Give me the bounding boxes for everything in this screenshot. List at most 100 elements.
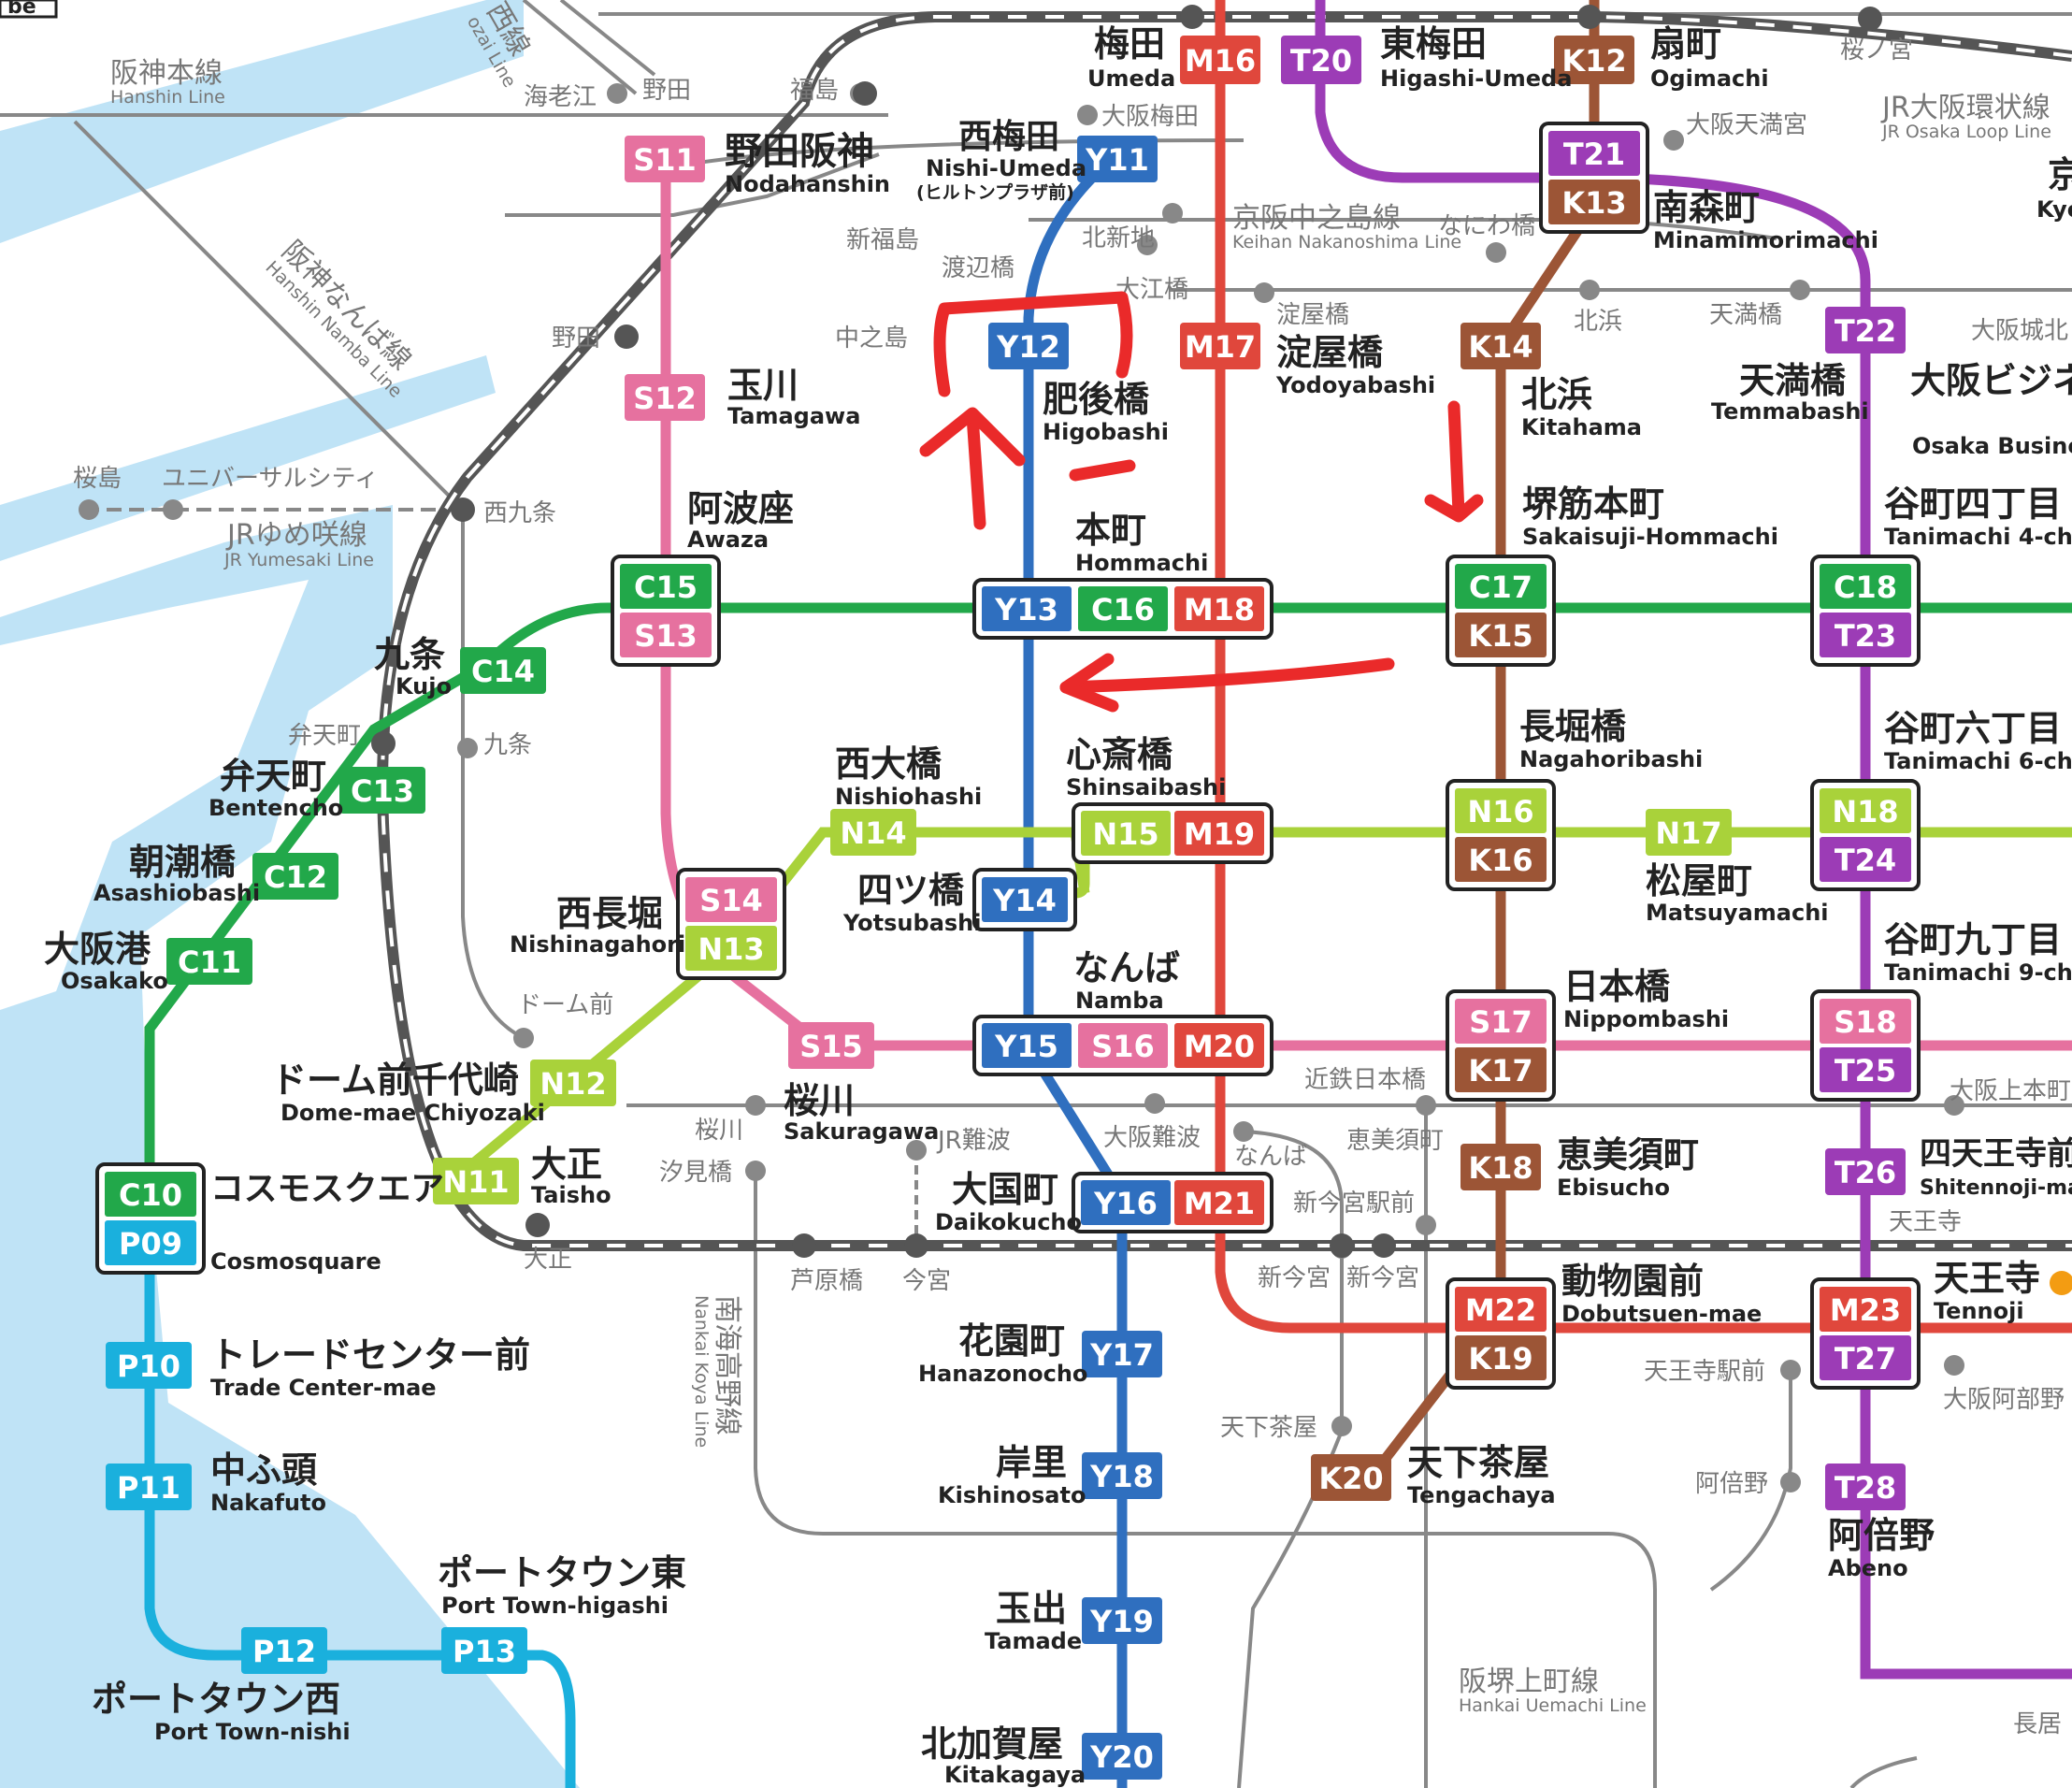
svg-text:S18: S18 (1834, 1004, 1897, 1040)
badge-y12: Y12 (988, 323, 1069, 369)
label-tengachaya-jp: 天下茶屋 (1407, 1442, 1549, 1483)
label-hommachi-jp: 本町 (1075, 510, 1146, 551)
label-namba-jp: なんば (1073, 947, 1180, 988)
label-porttownnishi-jp: ポートタウン西 (92, 1679, 340, 1720)
badge-n15-m19: N15 M19 (1072, 802, 1273, 864)
svg-text:P10: P10 (117, 1348, 180, 1384)
svg-text:桜島: 桜島 (73, 465, 122, 493)
svg-text:なんば: なんば (1234, 1143, 1307, 1171)
svg-text:T21: T21 (1563, 137, 1625, 172)
badge-c14: C14 (460, 647, 546, 694)
svg-text:S11: S11 (633, 142, 697, 178)
label-kitahama-jp: 北浜 (1521, 374, 1592, 415)
badge-c18-t23: C18 T23 (1810, 555, 1921, 667)
svg-text:P12: P12 (252, 1634, 316, 1669)
label-ebisucho-en: Ebisucho (1557, 1175, 1670, 1201)
label-domemae-jp: ドーム前千代崎 (271, 1060, 519, 1101)
label-shinsaibashi-en: Shinsaibashi (1066, 774, 1226, 800)
hankai-label: 阪堺上町線 (1459, 1665, 1599, 1698)
tanimachi-line (1315, 0, 2072, 1680)
svg-text:天王寺: 天王寺 (1889, 1208, 1962, 1236)
svg-text:T26: T26 (1835, 1155, 1896, 1190)
svg-text:K18: K18 (1468, 1150, 1532, 1186)
svg-text:K16: K16 (1468, 843, 1532, 878)
badge-n11: N11 (433, 1158, 519, 1204)
label-kishinosato-jp: 岸里 (996, 1442, 1067, 1483)
annotation-down-arrow (1447, 400, 1465, 519)
svg-text:T20: T20 (1290, 43, 1352, 79)
nanko-line (144, 1163, 576, 1788)
keihan-label: 京阪中之島線 (1232, 202, 1401, 235)
label-nodahanshin-jp: 野田阪神 (725, 130, 874, 173)
station-badges: M16 T20 K12 S11 Y11 Y12 M17 K14 T22 S12 … (95, 36, 1921, 1780)
label-obp-jp: 大阪ビジネスパーク (1910, 360, 2072, 401)
label-tennoji-jp: 天王寺 (1934, 1258, 2040, 1299)
label-domemae-en: Dome-mae Chiyozaki (281, 1100, 545, 1126)
svg-text:C10: C10 (119, 1177, 182, 1213)
svg-text:長居: 長居 (2013, 1710, 2062, 1738)
badge-p10: P10 (106, 1342, 192, 1389)
svg-text:T22: T22 (1835, 313, 1896, 349)
badge-y16-m21: Y16 M21 (1072, 1172, 1273, 1233)
svg-text:K15: K15 (1468, 618, 1532, 654)
label-hanazonocho-en: Hanazonocho (918, 1361, 1087, 1387)
svg-text:C15: C15 (634, 570, 698, 605)
badge-y18: Y18 (1082, 1452, 1162, 1499)
svg-text:C17: C17 (1469, 570, 1532, 605)
svg-text:N11: N11 (442, 1164, 509, 1200)
annotation-up-arrow-head (919, 407, 1026, 467)
label-bentencho-jp: 弁天町 (220, 756, 326, 797)
svg-text:C13: C13 (351, 773, 414, 809)
badge-c10-p09: C10 P09 (95, 1162, 206, 1275)
svg-text:T25: T25 (1835, 1053, 1896, 1089)
svg-text:S14: S14 (699, 883, 763, 918)
svg-text:S12: S12 (633, 381, 697, 416)
label-sakuragawa-jp: 桜川 (784, 1080, 855, 1121)
badge-n14: N14 (830, 809, 916, 856)
svg-text:Y20: Y20 (1089, 1739, 1154, 1775)
svg-text:桜ノ宮: 桜ノ宮 (1840, 36, 1913, 65)
kintetsu-line (1243, 1130, 1344, 1207)
badge-s17-k17: S17 K17 (1446, 989, 1556, 1102)
badge-y15-s16-m20: Y15 S16 M20 (972, 1015, 1273, 1076)
label-umeda-en: Umeda (1087, 65, 1175, 92)
svg-text:C11: C11 (178, 944, 241, 980)
svg-text:S15: S15 (799, 1029, 863, 1064)
hanshin-line-label-en: Hanshin Line (110, 87, 225, 108)
label-hanazonocho-jp: 花園町 (958, 1320, 1065, 1362)
label-ebisucho-jp: 恵美須町 (1557, 1134, 1699, 1175)
svg-text:M23: M23 (1830, 1292, 1901, 1328)
svg-text:N18: N18 (1832, 794, 1898, 829)
label-cosmosquare-en: Cosmosquare (210, 1248, 381, 1275)
label-tanimachi4-jp: 谷町四丁目 (1884, 483, 2062, 525)
svg-text:M16: M16 (1185, 43, 1256, 79)
svg-text:西九条: 西九条 (483, 499, 556, 527)
svg-text:Y17: Y17 (1089, 1337, 1154, 1373)
hanshin-namba-line (73, 120, 460, 507)
badge-k14: K14 (1460, 323, 1541, 369)
svg-text:P13: P13 (453, 1634, 516, 1669)
white-land-1 (0, 580, 309, 1010)
svg-text:Y11: Y11 (1085, 142, 1149, 178)
label-sakaisujihommachi-en: Sakaisuji-Hommachi (1522, 524, 1778, 550)
label-ogimachi-en: Ogimachi (1650, 65, 1769, 92)
badge-s11: S11 (625, 136, 705, 182)
minami-line (1849, 1756, 1918, 1788)
svg-text:Y13: Y13 (994, 592, 1058, 627)
label-namba-en: Namba (1075, 988, 1164, 1014)
label-tanimachi9-jp: 谷町九丁目 (1884, 919, 2062, 960)
svg-text:弁天町: 弁天町 (288, 722, 361, 750)
jr-loop-line (377, 11, 2072, 1251)
badge-n12: N12 (530, 1060, 616, 1106)
badge-t26: T26 (1825, 1148, 1906, 1195)
label-nishiohashi-en: Nishiohashi (835, 784, 982, 810)
annotation-left-arrow (1059, 657, 1395, 694)
label-tradecenter-en: Trade Center-mae (210, 1375, 437, 1401)
label-kyo-en: Kyo (2036, 196, 2072, 223)
svg-text:北新地: 北新地 (1082, 224, 1155, 252)
svg-text:新今宮駅前: 新今宮駅前 (1293, 1190, 1415, 1218)
badge-s15: S15 (788, 1022, 874, 1069)
badge-c12: C12 (252, 853, 338, 900)
label-porttownhigashi-en: Port Town-higashi (441, 1593, 669, 1619)
